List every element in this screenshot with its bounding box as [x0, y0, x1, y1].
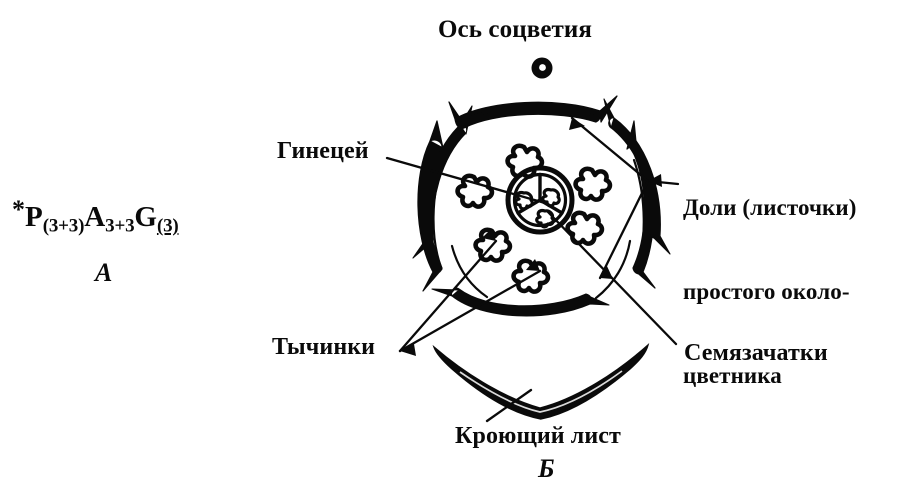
- formula-actinomorphic-star: *: [12, 195, 25, 224]
- panel-b-letter: Б: [538, 454, 555, 483]
- tepals-label-line-1: Доли (листочки): [683, 195, 857, 221]
- formula-perianth-letter: P: [25, 200, 43, 233]
- inflorescence-axis-label: Ось соцветия: [438, 16, 593, 43]
- leader-tepals-branch-upper: [570, 116, 650, 183]
- formula-androecium-subscript: 3+3: [105, 215, 135, 237]
- tepals-label-line-3: цветника: [683, 363, 782, 389]
- tepal-inner-bottom: [431, 287, 610, 317]
- bract-label: Кроющий лист: [455, 423, 621, 449]
- ovules-label: Семязачатки: [684, 340, 828, 366]
- stamen-right: [565, 210, 605, 246]
- stamen-top-right: [573, 166, 613, 202]
- formula-androecium-letter: A: [84, 200, 106, 233]
- leader-arrowheads: [400, 118, 662, 356]
- bract-icon: [432, 342, 650, 420]
- formula-gynoecium-subscript: (3): [156, 215, 179, 237]
- leader-gynoecium: [385, 156, 547, 205]
- leader-stamens-branch-lower: [398, 269, 542, 353]
- tepal-inner-upper-left: [412, 105, 473, 259]
- gynoecium-icon: [505, 165, 575, 235]
- stamen-bottom: [511, 258, 551, 294]
- panel-a-letter: А: [95, 258, 113, 287]
- inflorescence-axis-dot-icon: [531, 57, 553, 79]
- leader-tepals-branch-lower: [598, 179, 650, 280]
- ovule-upper-right: [541, 187, 561, 208]
- tepals-label-line-2: простого около-: [683, 279, 850, 305]
- formula-perianth-subscript: (3+3): [42, 215, 85, 237]
- stamen-lower-left: [473, 227, 513, 263]
- leader-bract: [485, 388, 533, 423]
- tepals-label: Доли (листочки) простого около- цветника: [683, 138, 856, 447]
- gynoecium-label: Гинецей: [277, 138, 369, 164]
- floral-formula: *P(3+3)A3+3G(3): [12, 195, 179, 237]
- leader-stamens-branch-upper: [398, 239, 498, 353]
- formula-gynoecium-letter: G: [134, 200, 157, 233]
- tepal-inner-arc-strokes: [432, 106, 645, 310]
- stamens-label: Тычинки: [272, 334, 376, 360]
- tepal-outer-top: [448, 95, 618, 130]
